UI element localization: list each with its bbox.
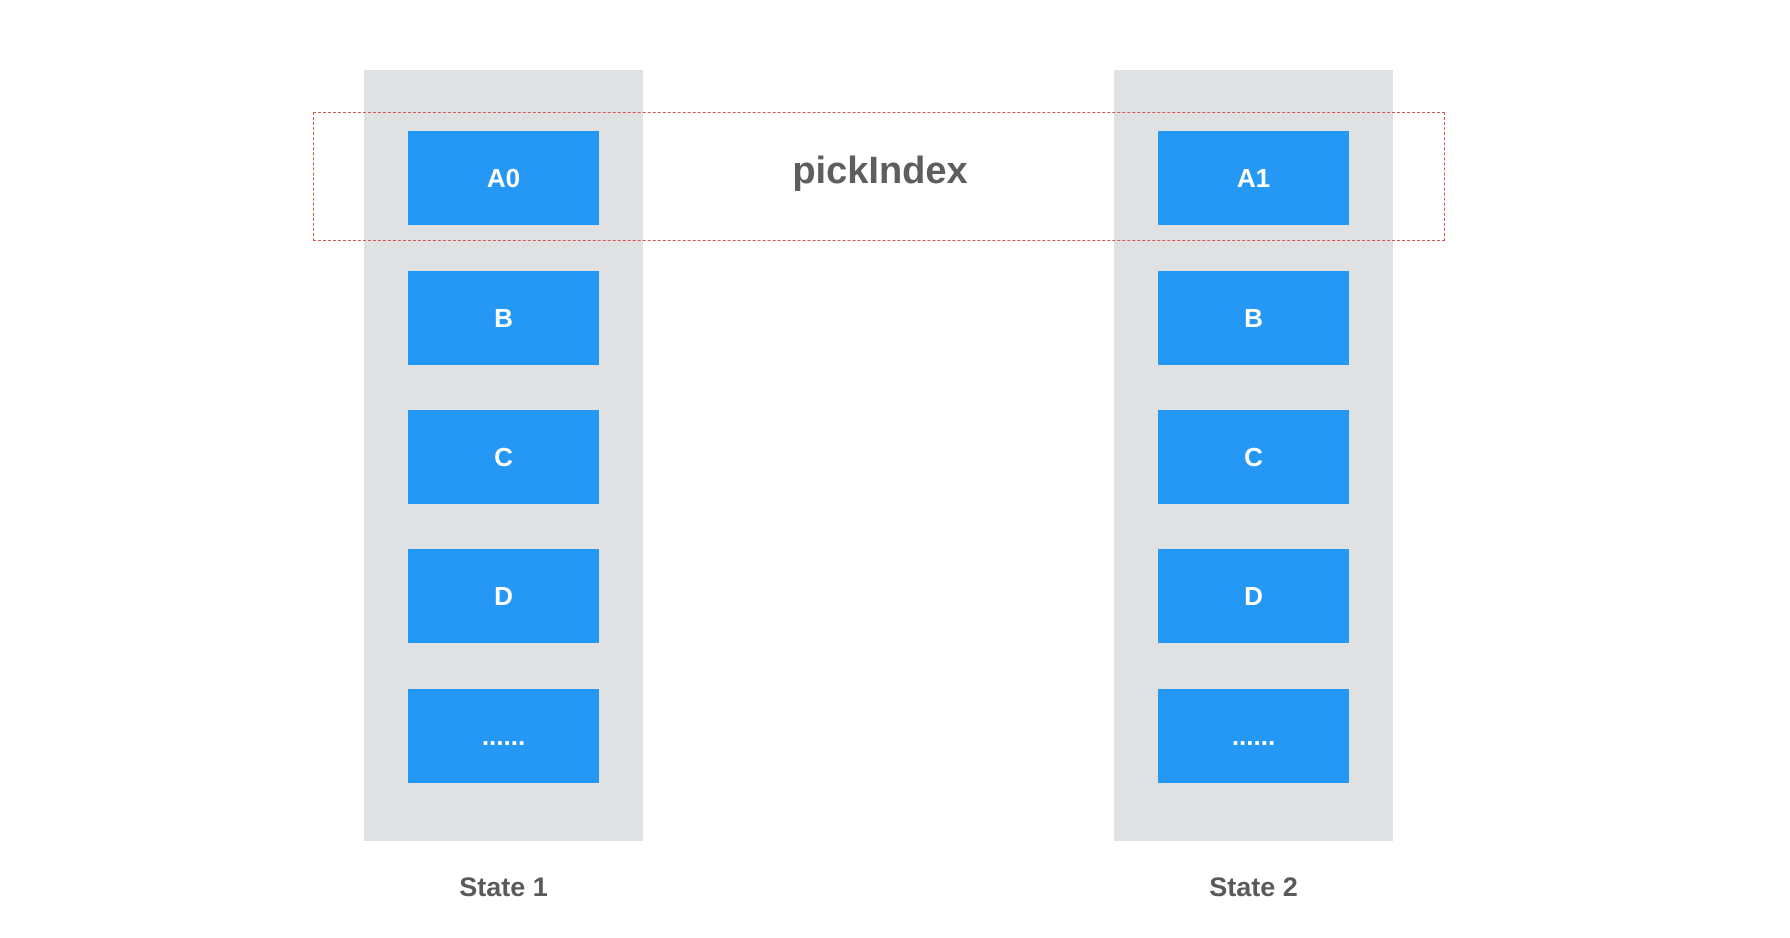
state-1-item-a0: A0 <box>408 131 599 225</box>
state-2-label: State 2 <box>1209 872 1298 902</box>
pick-index-highlight <box>313 112 1445 241</box>
state-1-label: State 1 <box>459 872 548 902</box>
state-2-item-b: B <box>1158 271 1349 365</box>
state-1-item-more: ...... <box>408 689 599 783</box>
state-1-item-b: B <box>408 271 599 365</box>
state-2-item-d: D <box>1158 549 1349 643</box>
state-1-item-c: C <box>408 410 599 504</box>
state-2-item-more: ...... <box>1158 689 1349 783</box>
state-2-item-a1: A1 <box>1158 131 1349 225</box>
state-1-column: A0 B C D ...... <box>364 70 643 841</box>
state-1-item-d: D <box>408 549 599 643</box>
pick-index-label: pickIndex <box>792 150 968 192</box>
state-2-item-c: C <box>1158 410 1349 504</box>
state-2-column: A1 B C D ...... <box>1114 70 1393 841</box>
